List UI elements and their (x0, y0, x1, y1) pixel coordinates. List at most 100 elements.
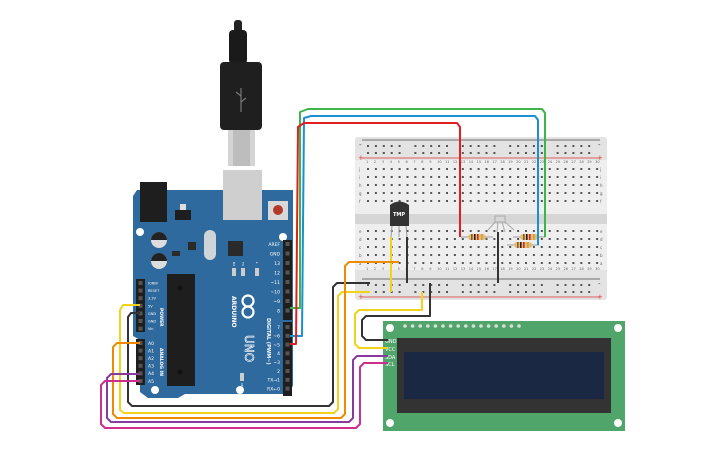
breadboard-hole[interactable] (398, 192, 401, 194)
breadboard-hole[interactable] (517, 200, 520, 202)
digital-pin[interactable] (285, 251, 290, 256)
power-pin[interactable] (138, 319, 143, 323)
breadboard-hole[interactable] (532, 176, 535, 178)
breadboard-hole[interactable] (517, 192, 520, 194)
breadboard-hole[interactable] (461, 192, 464, 194)
breadboard-hole[interactable] (485, 246, 488, 248)
breadboard-hole[interactable] (596, 254, 599, 256)
breadboard-hole[interactable] (532, 200, 535, 202)
breadboard-hole[interactable] (374, 192, 377, 194)
rail-hole[interactable] (572, 145, 575, 147)
breadboard-hole[interactable] (367, 238, 369, 240)
breadboard-hole[interactable] (461, 254, 464, 256)
breadboard-hole[interactable] (446, 246, 448, 248)
analog-pin[interactable] (138, 371, 143, 376)
breadboard-hole[interactable] (430, 200, 433, 202)
breadboard-hole[interactable] (406, 200, 409, 202)
breadboard-hole[interactable] (493, 168, 496, 170)
rail-hole[interactable] (382, 145, 385, 147)
breadboard-hole[interactable] (540, 254, 543, 256)
breadboard-hole[interactable] (556, 230, 559, 232)
breadboard-hole[interactable] (430, 230, 433, 232)
breadboard-hole[interactable] (501, 168, 504, 170)
breadboard-hole[interactable] (525, 254, 527, 256)
digital-pin[interactable] (285, 351, 290, 356)
breadboard-hole[interactable] (596, 184, 599, 186)
rail-hole[interactable] (509, 145, 512, 147)
breadboard-hole[interactable] (367, 168, 369, 170)
rail-hole[interactable] (493, 291, 496, 293)
rail-hole[interactable] (414, 291, 417, 293)
rail-hole[interactable] (556, 291, 559, 293)
breadboard-hole[interactable] (548, 168, 551, 170)
breadboard-hole[interactable] (509, 176, 512, 178)
rail-hole[interactable] (414, 284, 417, 286)
breadboard-hole[interactable] (501, 262, 504, 264)
breadboard-hole[interactable] (453, 230, 456, 232)
breadboard-hole[interactable] (422, 176, 425, 178)
breadboard-hole[interactable] (430, 184, 433, 186)
breadboard-hole[interactable] (469, 176, 472, 178)
power-pin[interactable] (138, 288, 143, 293)
wire-green[interactable] (290, 108, 546, 309)
rail-hole[interactable] (430, 284, 433, 286)
rail-hole[interactable] (564, 284, 567, 286)
breadboard-hole[interactable] (477, 184, 480, 186)
breadboard-hole[interactable] (572, 262, 575, 264)
breadboard-hole[interactable] (580, 192, 583, 194)
breadboard-hole[interactable] (564, 238, 567, 240)
breadboard-hole[interactable] (596, 176, 599, 178)
rail-hole[interactable] (430, 291, 433, 293)
breadboard-hole[interactable] (367, 254, 369, 256)
rail-hole[interactable] (390, 152, 393, 154)
breadboard-hole[interactable] (564, 176, 567, 178)
rail-hole[interactable] (422, 145, 425, 147)
rail-hole[interactable] (398, 145, 401, 147)
breadboard-hole[interactable] (556, 238, 559, 240)
breadboard-hole[interactable] (477, 246, 480, 248)
breadboard-hole[interactable] (572, 246, 575, 248)
usb-cable[interactable] (220, 20, 262, 166)
breadboard-hole[interactable] (564, 254, 567, 256)
digital-pin[interactable] (285, 299, 290, 303)
breadboard-hole[interactable] (430, 176, 433, 178)
breadboard-hole[interactable] (525, 200, 527, 202)
breadboard-hole[interactable] (430, 238, 433, 240)
digital-pin[interactable] (285, 242, 290, 246)
rail-hole[interactable] (540, 284, 543, 286)
breadboard-hole[interactable] (564, 192, 567, 194)
rail-hole[interactable] (398, 291, 401, 293)
breadboard-hole[interactable] (485, 192, 488, 194)
breadboard-hole[interactable] (406, 230, 409, 232)
breadboard-hole[interactable] (517, 184, 520, 186)
breadboard-hole[interactable] (596, 262, 599, 264)
breadboard-hole[interactable] (485, 230, 488, 232)
breadboard-hole[interactable] (588, 176, 591, 178)
wire-red[interactable] (290, 122, 461, 345)
breadboard-hole[interactable] (540, 230, 543, 232)
breadboard-hole[interactable] (580, 238, 583, 240)
breadboard-hole[interactable] (414, 230, 417, 232)
breadboard-hole[interactable] (477, 192, 480, 194)
breadboard-hole[interactable] (548, 230, 551, 232)
rail-hole[interactable] (414, 152, 417, 154)
breadboard-hole[interactable] (422, 192, 425, 194)
rail-hole[interactable] (438, 145, 441, 147)
rail-hole[interactable] (572, 284, 575, 286)
breadboard-hole[interactable] (469, 184, 472, 186)
breadboard-hole[interactable] (390, 192, 393, 194)
breadboard-hole[interactable] (509, 262, 512, 264)
breadboard-hole[interactable] (422, 238, 425, 240)
breadboard-hole[interactable] (422, 262, 425, 264)
rail-hole[interactable] (422, 291, 425, 293)
breadboard-hole[interactable] (596, 192, 599, 194)
wire-yellow-vcc[interactable] (354, 292, 423, 349)
breadboard-hole[interactable] (540, 192, 543, 194)
rail-hole[interactable] (485, 152, 488, 154)
breadboard-hole[interactable] (501, 200, 504, 202)
breadboard-hole[interactable] (469, 262, 472, 264)
breadboard-hole[interactable] (580, 254, 583, 256)
breadboard-hole[interactable] (374, 230, 377, 232)
rail-hole[interactable] (588, 284, 591, 286)
breadboard-hole[interactable] (461, 262, 464, 264)
